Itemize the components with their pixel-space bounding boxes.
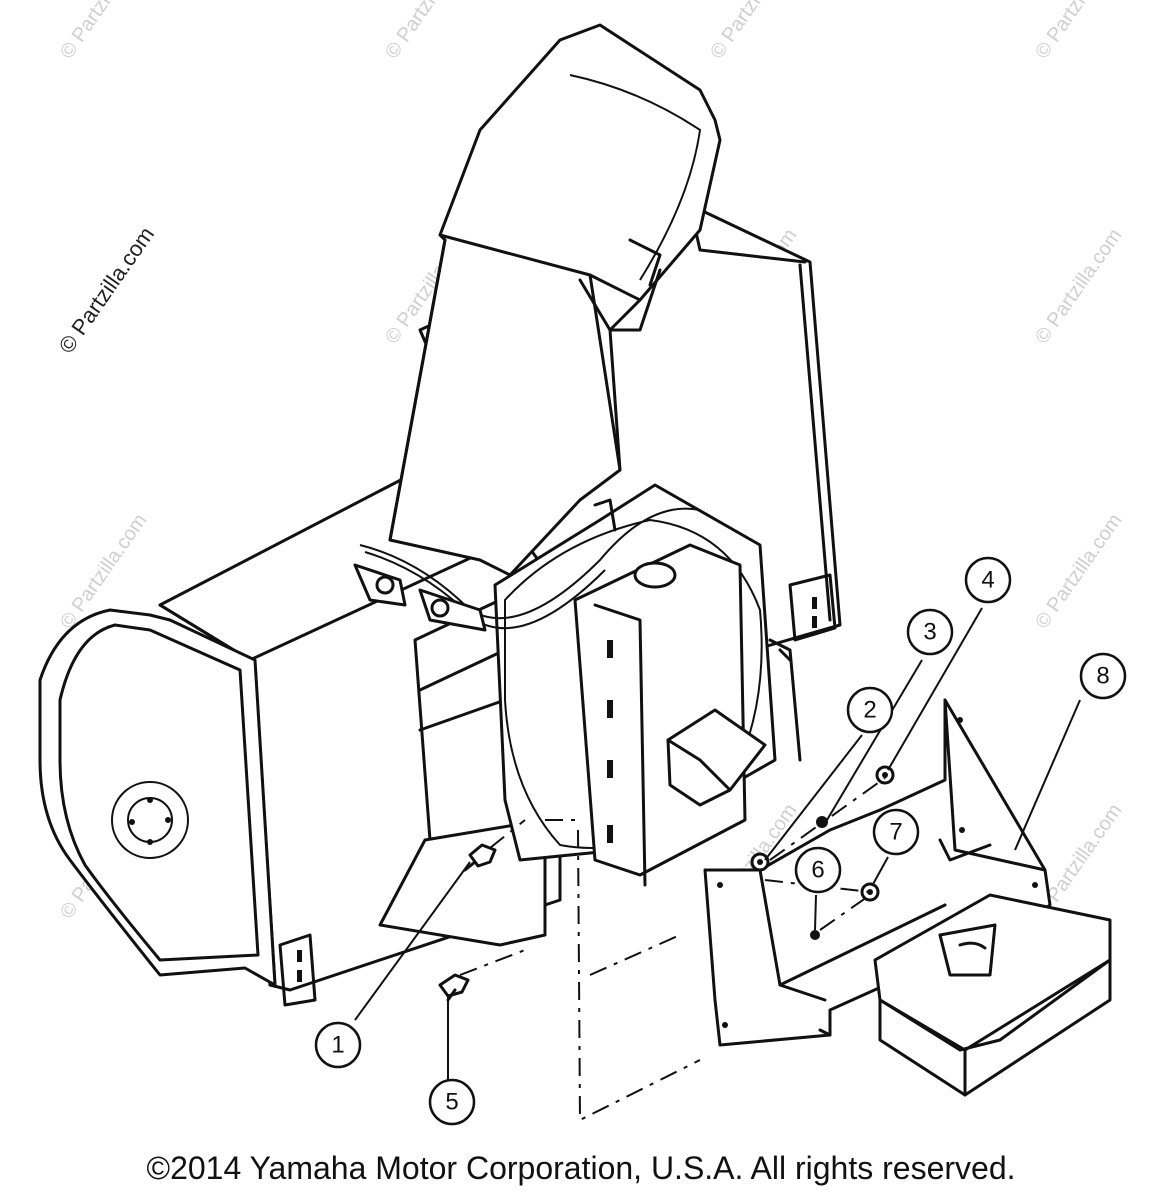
control-cable — [353, 498, 701, 632]
watermark: © Partzilla.com — [706, 0, 801, 63]
watermark: © Partzilla.com — [381, 0, 476, 63]
hardware-left — [438, 843, 497, 1002]
watermark: © Partzilla.com — [1031, 0, 1126, 63]
watermark: © Partzilla.com — [1031, 510, 1126, 633]
callout-2: 2 — [846, 686, 894, 734]
callout-7: 7 — [872, 808, 920, 856]
callout-leaders — [354, 607, 1081, 1080]
left-end-plate — [38, 608, 317, 1007]
callout-8-label: 8 — [1096, 663, 1109, 690]
callout-5-label: 5 — [445, 1089, 458, 1116]
callout-3-label: 3 — [923, 619, 936, 646]
callout-1-label: 1 — [331, 1032, 344, 1059]
copyright-notice: ©2014 Yamaha Motor Corporation, U.S.A. A… — [146, 1150, 1016, 1186]
callout-3: 3 — [906, 608, 954, 656]
callout-4: 4 — [964, 556, 1012, 604]
watermark: © Partzilla.com — [1031, 225, 1126, 348]
callout-6: 6 — [794, 846, 842, 894]
hitch-bracket — [703, 698, 1112, 1097]
callout-5: 5 — [428, 1078, 476, 1126]
callout-8: 8 — [1079, 652, 1127, 700]
callout-7-label: 7 — [889, 819, 902, 846]
callout-1: 1 — [314, 1021, 362, 1069]
exploded-lines-left — [459, 819, 701, 1122]
gearbox — [493, 483, 777, 887]
callout-2-label: 2 — [863, 697, 876, 724]
callout-6-label: 6 — [811, 857, 824, 884]
watermark-prominent: © Partzilla.com — [54, 222, 160, 358]
watermark: © Partzilla.com — [56, 0, 151, 63]
discharge-chute — [388, 23, 722, 577]
callout-4-label: 4 — [981, 567, 994, 594]
